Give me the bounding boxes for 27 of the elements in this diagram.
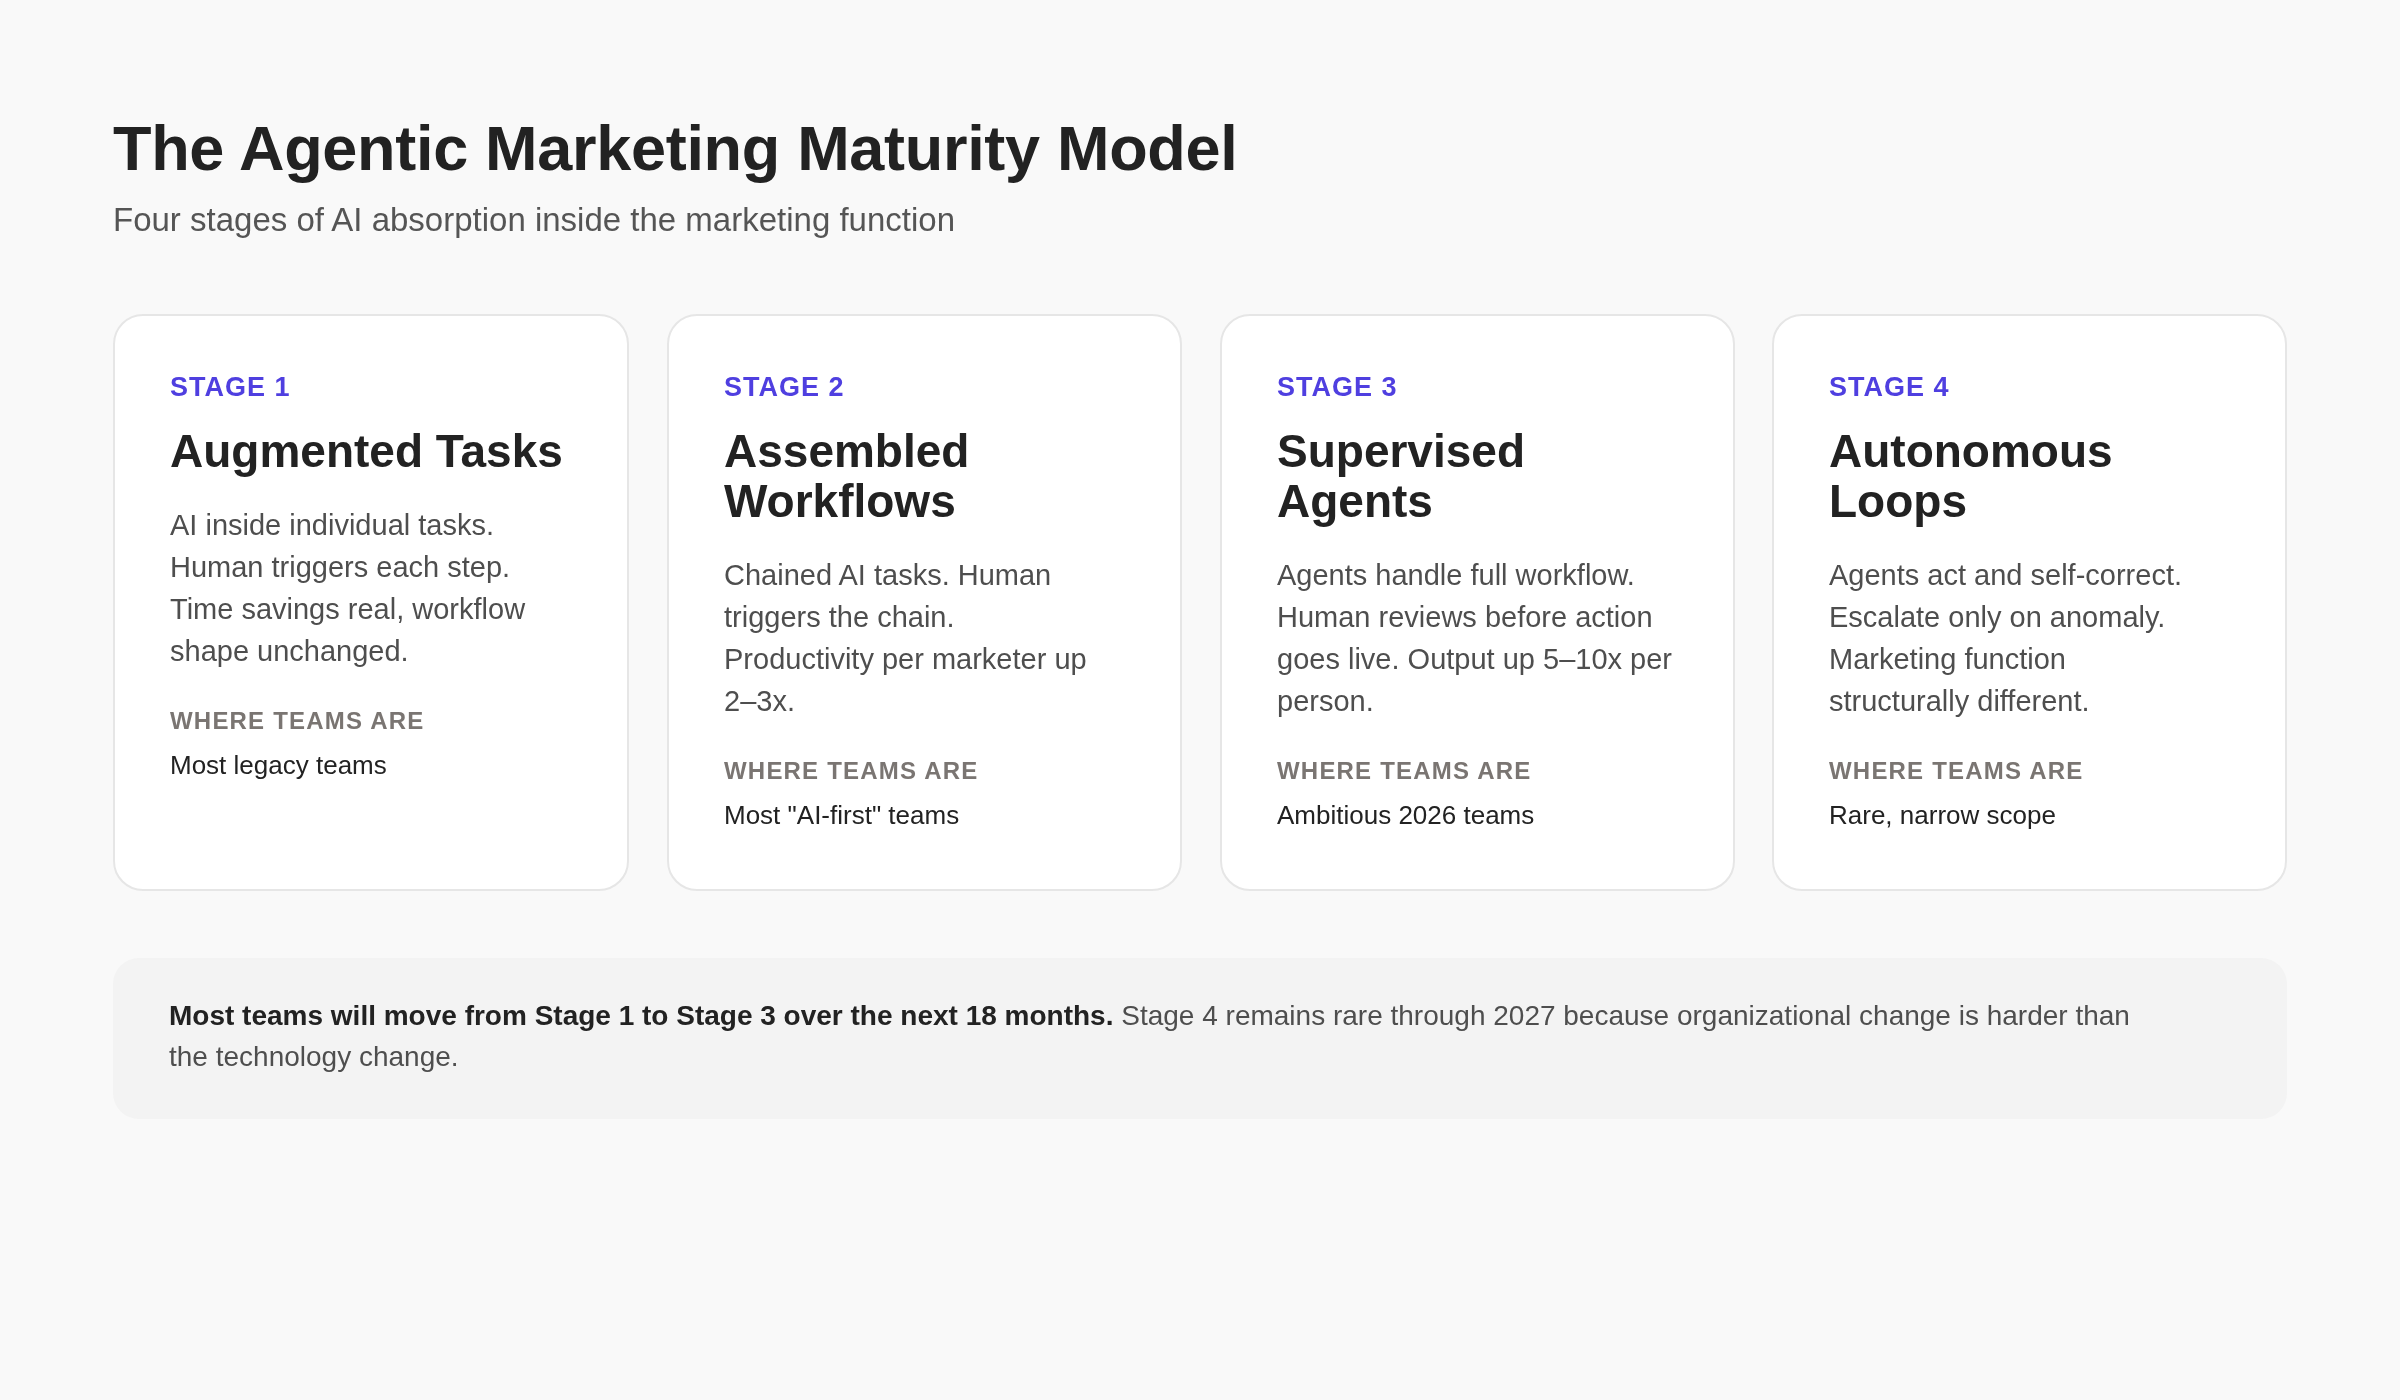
- stage-label: STAGE 1: [170, 371, 291, 404]
- section-label: WHERE TEAMS ARE: [724, 756, 979, 786]
- section-value: Ambitious 2026 teams: [1277, 799, 1535, 832]
- stage-label: STAGE 2: [724, 371, 845, 404]
- card-heading: Supervised Agents: [1277, 426, 1526, 526]
- stage-card: [667, 314, 1182, 891]
- summary-text: Most teams will move from Stage 1 to Stage 3 over the next 18 months. Stage 4 remains rare through 2027 because organizational change is harder than the technology change.: [169, 999, 2131, 1074]
- section-label: WHERE TEAMS ARE: [1829, 756, 2084, 786]
- stage-label: STAGE 3: [1277, 371, 1398, 404]
- card-heading: Assembled Workflows: [724, 426, 971, 526]
- card-description: Agents act and self-correct. Escalate only on anomaly. Marketing function structurally different.: [1829, 558, 2183, 719]
- stage-card: [1772, 314, 2287, 891]
- card-heading: Augmented Tasks: [170, 426, 563, 476]
- stage-card: [113, 314, 629, 891]
- card-heading: Autonomous Loops: [1829, 426, 2114, 526]
- section-value: Most legacy teams: [170, 749, 387, 782]
- card-description: Chained AI tasks. Human triggers the chain. Productivity per marketer up 2–3x.: [724, 558, 1088, 719]
- section-value: Rare, narrow scope: [1829, 799, 2056, 832]
- card-description: Agents handle full workflow. Human reviews before action goes live. Output up 5–10x per person.: [1277, 558, 1673, 719]
- stage-label: STAGE 4: [1829, 371, 1950, 404]
- section-value: Most "AI-first" teams: [724, 799, 960, 832]
- diagram-title: The Agentic Marketing Maturity Model: [113, 112, 1238, 185]
- section-label: WHERE TEAMS ARE: [170, 706, 425, 736]
- section-label: WHERE TEAMS ARE: [1277, 756, 1532, 786]
- card-description: AI inside individual tasks. Human triggers each step. Time savings real, workflow shape unchanged.: [170, 508, 527, 669]
- subtitle: Four stages of AI absorption inside the marketing function: [113, 200, 955, 240]
- stage-card: [1220, 314, 1735, 891]
